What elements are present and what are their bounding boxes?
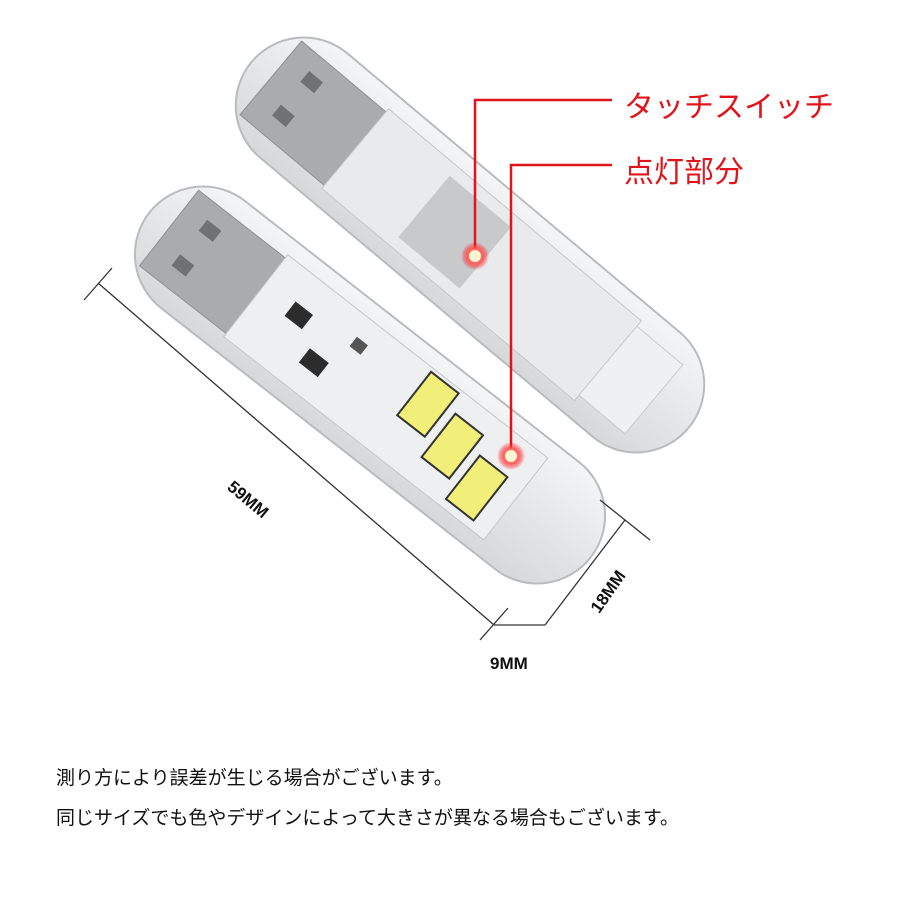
note-measurement-error: 測り方により誤差が生じる場合がございます。 bbox=[56, 767, 453, 789]
usb-light-front bbox=[133, 185, 607, 585]
light-part-label: 点灯部分 bbox=[624, 155, 744, 190]
led-chips bbox=[395, 370, 509, 522]
touch-switch-label: タッチスイッチ bbox=[624, 90, 834, 125]
note-size-variation: 同じサイズでも色やデザインによって大きさが異なる場合もございます。 bbox=[56, 807, 680, 829]
thickness-dimension-label: 9MM bbox=[490, 654, 528, 673]
dimension-lines bbox=[83, 267, 651, 641]
callout-lines bbox=[473, 98, 612, 456]
